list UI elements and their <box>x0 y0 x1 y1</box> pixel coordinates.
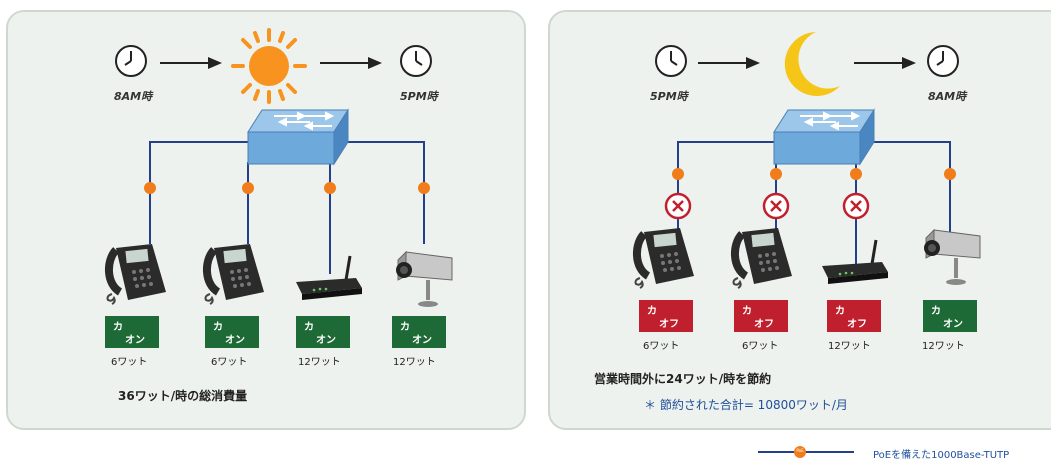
status-badge: カ オン <box>105 316 159 348</box>
poe-cable-legend-icon <box>758 446 854 458</box>
end-time-label: 5PM時 <box>400 90 438 103</box>
clock-icon <box>400 45 432 77</box>
arrow-right-icon <box>698 57 760 69</box>
poe-indicator <box>944 168 956 180</box>
network-switch-icon <box>247 108 349 166</box>
status-badge: カ オフ <box>734 300 788 332</box>
end-time-label: 8AM時 <box>928 90 967 103</box>
network-switch-icon <box>773 108 875 166</box>
power-off-icon <box>842 192 870 220</box>
poe-indicator <box>144 182 156 194</box>
wattage-label: 6ワット <box>742 341 779 352</box>
status-badge: カ オン <box>205 316 259 348</box>
status-badge: カ オン <box>296 316 350 348</box>
arrow-right-icon <box>320 57 382 69</box>
ip-camera-icon <box>924 228 981 285</box>
wireless-router-icon <box>822 239 888 284</box>
wattage-label: 6ワット <box>211 357 248 368</box>
poe-indicator <box>242 182 254 194</box>
arrow-right-icon <box>160 57 222 69</box>
power-off-icon <box>664 192 692 220</box>
clock-icon <box>115 45 147 77</box>
savings-total: ＊ 節約された合計= 10800ワット/月 <box>644 398 848 412</box>
poe-indicator <box>672 168 684 180</box>
ip-phone-icon <box>105 244 166 305</box>
start-time-label: 8AM時 <box>114 90 153 103</box>
night-panel: 5PM時 8AM時 <box>548 10 1051 430</box>
status-badge: カ オン <box>392 316 446 348</box>
status-badge: カ オン <box>923 300 977 332</box>
poe-badge-label: PoE <box>796 448 804 453</box>
poe-indicator <box>850 168 862 180</box>
daytime-panel: 8AM時 5PM時 <box>6 10 526 430</box>
clock-icon <box>927 45 959 77</box>
ip-camera-icon <box>396 250 453 307</box>
sun-icon <box>231 28 307 104</box>
wattage-label: 12ワット <box>922 341 965 352</box>
wattage-label: 12ワット <box>298 357 341 368</box>
poe-indicator <box>324 182 336 194</box>
status-badge: カ オフ <box>827 300 881 332</box>
wattage-label: 6ワット <box>111 357 148 368</box>
clock-icon <box>655 45 687 77</box>
power-off-icon <box>762 192 790 220</box>
network-lines <box>677 141 951 274</box>
poe-indicator <box>770 168 782 180</box>
start-time-label: 5PM時 <box>650 90 688 103</box>
poe-indicator <box>418 182 430 194</box>
total-consumption: 36ワット/時の総消費量 <box>118 389 248 403</box>
legend-label: PoEを備えた1000Base-TUTP <box>873 450 1010 461</box>
wattage-label: 12ワット <box>393 357 436 368</box>
network-lines <box>149 141 425 274</box>
ip-phone-icon <box>731 228 792 289</box>
wattage-label: 6ワット <box>643 341 680 352</box>
wattage-label: 12ワット <box>828 341 871 352</box>
savings-title: 営業時間外に24ワット/時を節約 <box>594 372 772 386</box>
ip-phone-icon <box>203 244 264 305</box>
status-badge: カ オフ <box>639 300 693 332</box>
ip-phone-icon <box>633 228 694 289</box>
moon-icon <box>784 32 840 96</box>
wireless-router-icon <box>296 255 362 300</box>
arrow-right-icon <box>854 57 916 69</box>
